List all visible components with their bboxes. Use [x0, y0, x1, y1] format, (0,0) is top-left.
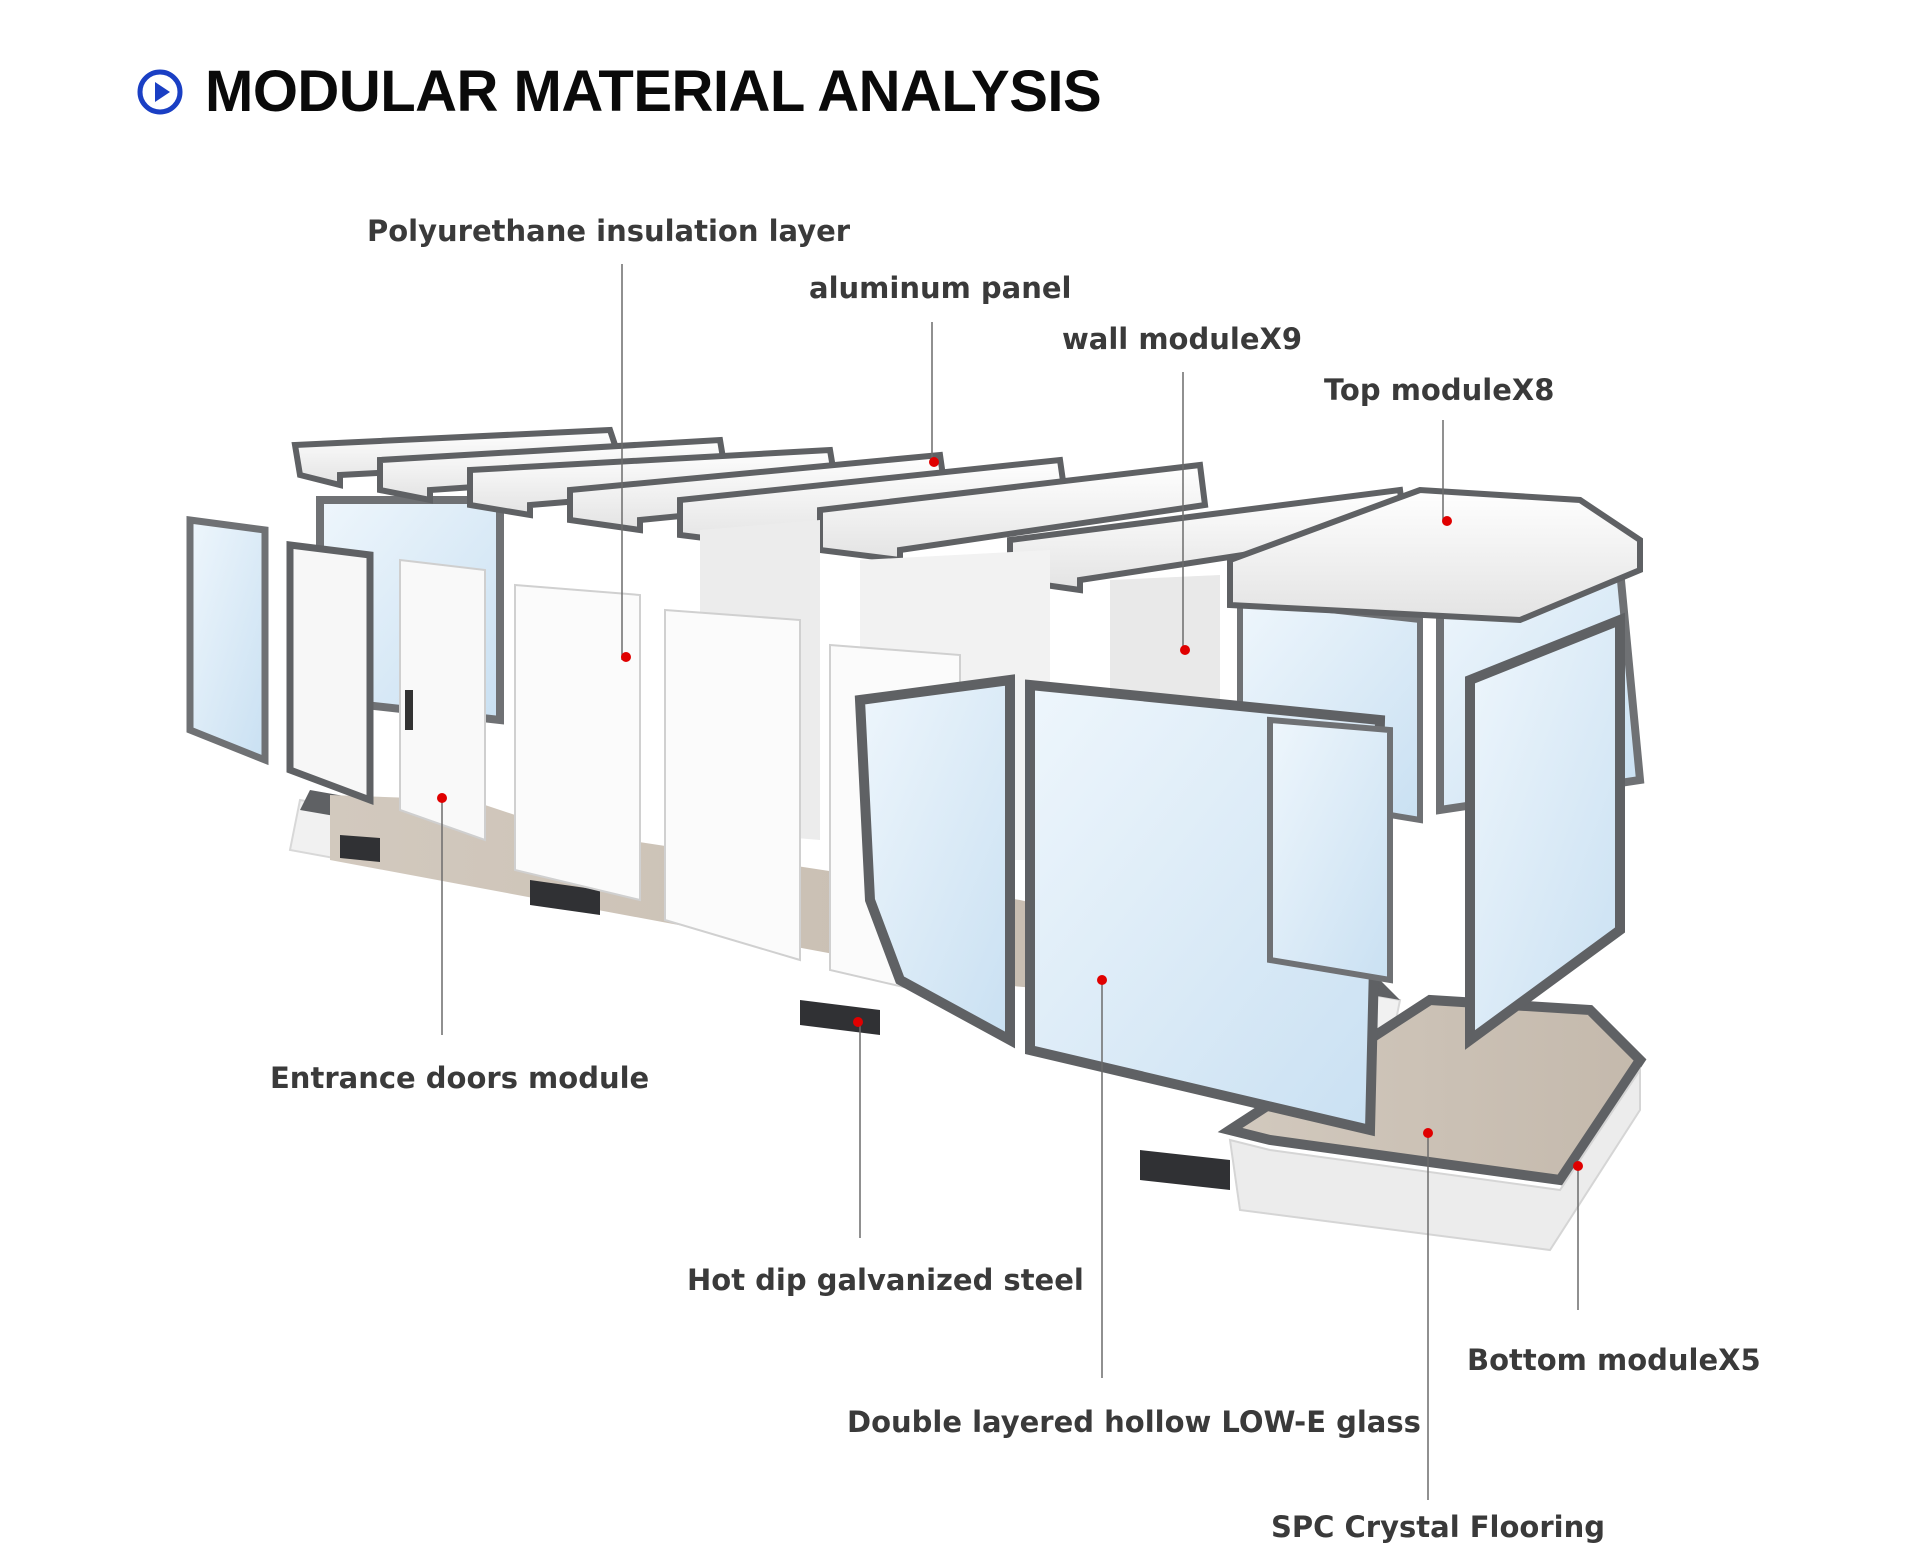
label-steel: Hot dip galvanized steel: [687, 1263, 1084, 1297]
label-bottom: Bottom moduleX5: [1467, 1343, 1761, 1377]
page-title: MODULAR MATERIAL ANALYSIS: [205, 59, 1102, 124]
marker-glass: [1097, 975, 1107, 985]
marker-flooring: [1423, 1128, 1433, 1138]
label-polyurethane: Polyurethane insulation layer: [367, 214, 851, 248]
callout-markers: [437, 457, 1583, 1171]
play-circle-icon: [137, 69, 183, 114]
marker-bottom: [1573, 1161, 1583, 1171]
page-heading: MODULAR MATERIAL ANALYSIS: [137, 58, 1102, 125]
label-flooring: SPC Crystal Flooring: [1271, 1510, 1605, 1544]
label-glass: Double layered hollow LOW-E glass: [847, 1405, 1421, 1439]
marker-entrance: [437, 793, 447, 803]
marker-top: [1442, 516, 1452, 526]
label-entrance: Entrance doors module: [270, 1061, 650, 1095]
marker-polyurethane: [621, 652, 631, 662]
marker-steel: [853, 1017, 863, 1027]
door-handle-icon: [405, 690, 413, 730]
label-top: Top moduleX8: [1324, 373, 1555, 407]
label-aluminum: aluminum panel: [809, 271, 1072, 305]
entrance-door-modules: [186, 516, 961, 1002]
label-wall: wall moduleX9: [1062, 322, 1303, 356]
callout-leaders: [441, 264, 1579, 1500]
marker-aluminum: [929, 457, 939, 467]
marker-wall: [1180, 645, 1190, 655]
front-glass-walls: [854, 612, 1625, 1137]
